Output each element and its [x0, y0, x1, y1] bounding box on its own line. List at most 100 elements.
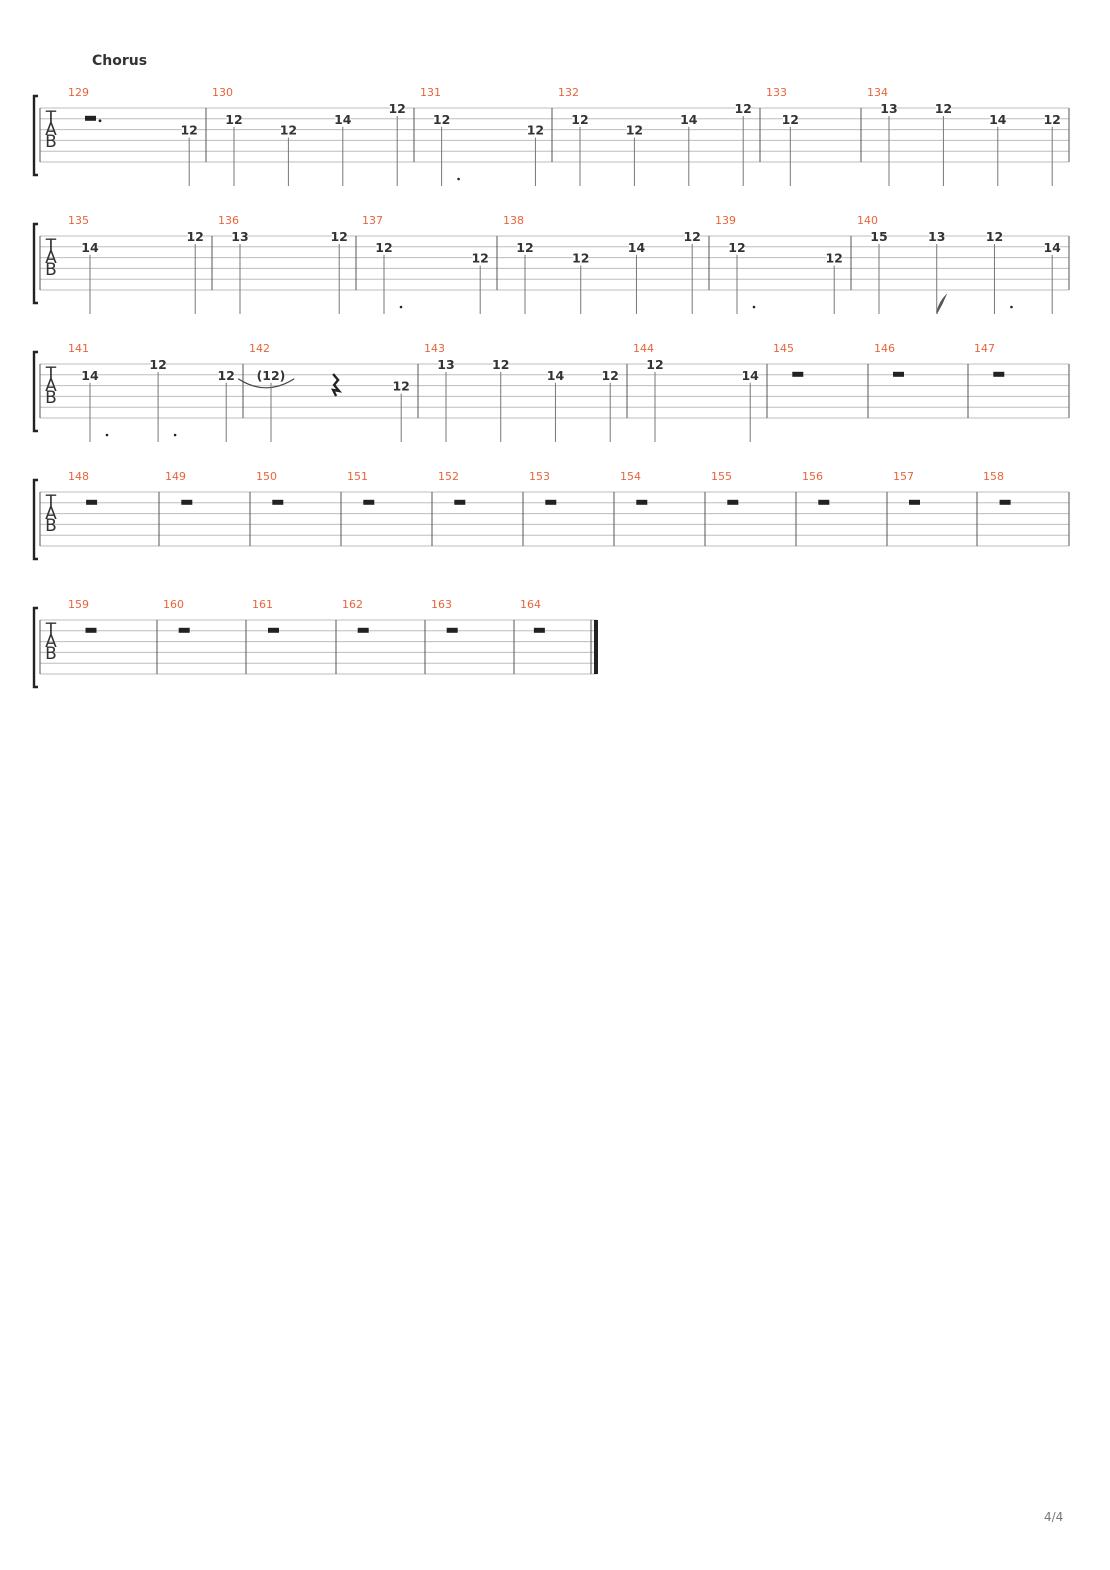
fret-number: 12	[571, 112, 588, 127]
measure-number: 155	[711, 470, 732, 483]
measure-number: 150	[256, 470, 277, 483]
fret-mask	[1044, 240, 1060, 253]
measure-number: 131	[420, 86, 441, 99]
whole-rest	[727, 499, 739, 505]
fret-number: 14	[547, 368, 565, 383]
fret-number: 15	[870, 229, 887, 244]
measure-number: 137	[362, 214, 383, 227]
tab-clef-letter: A	[45, 120, 57, 140]
tab-clef-letter: A	[45, 376, 57, 396]
fret-mask	[547, 368, 563, 381]
whole-rest	[545, 499, 557, 505]
dot	[399, 305, 403, 309]
measure-number: 160	[163, 598, 184, 611]
tab-clef-letter: A	[45, 632, 57, 652]
fret-mask	[647, 358, 663, 370]
section-label: Chorus	[92, 53, 148, 69]
measure-number: 138	[503, 214, 524, 227]
fret-mask	[681, 112, 697, 125]
fret-number: 12	[782, 112, 799, 127]
fret-number: 12	[572, 251, 589, 266]
fret-mask	[1044, 112, 1060, 125]
whole-rest	[792, 371, 804, 377]
fret-mask	[572, 112, 588, 125]
fret-number: 12	[471, 251, 488, 266]
tab-clef-letter: T	[45, 108, 57, 128]
whole-rest	[363, 499, 375, 505]
half-rest	[85, 115, 96, 121]
fret-number: 12	[986, 229, 1003, 244]
fret-number: 14	[81, 240, 99, 255]
fret-mask	[826, 251, 842, 264]
fret-mask	[82, 240, 98, 253]
fret-number: 12	[186, 229, 203, 244]
measure-number: 145	[773, 342, 794, 355]
measure-number: 141	[68, 342, 89, 355]
measure-number: 139	[715, 214, 736, 227]
fret-number: 12	[646, 357, 663, 372]
fret-mask	[438, 358, 454, 370]
whole-rest	[181, 499, 193, 505]
fret-mask	[929, 230, 945, 242]
measure-number: 143	[424, 342, 445, 355]
fret-mask	[684, 230, 700, 242]
measure-number: 162	[342, 598, 363, 611]
fret-mask	[782, 112, 798, 125]
tab-clef-letter: B	[45, 132, 57, 152]
fret-number: 12	[225, 112, 242, 127]
measure-number: 136	[218, 214, 239, 227]
measure-number: 164	[520, 598, 541, 611]
fret-mask	[990, 112, 1006, 125]
fret-number: 12	[626, 123, 643, 138]
measure-number: 147	[974, 342, 995, 355]
fret-mask	[434, 112, 450, 125]
fret-mask	[472, 251, 488, 264]
system-bracket	[32, 606, 38, 689]
tab-clef-letter: A	[45, 504, 57, 524]
fret-mask	[82, 368, 98, 381]
fret-mask	[226, 112, 242, 125]
fret-number: 14	[81, 368, 99, 383]
measure-number: 129	[68, 86, 89, 99]
measure-number: 134	[867, 86, 888, 99]
fret-mask	[628, 240, 644, 253]
fret-number: 14	[741, 368, 759, 383]
tab-clef-letter: B	[45, 644, 57, 664]
fret-mask	[602, 368, 618, 381]
fret-number: 12	[825, 251, 842, 266]
fret-number: 12	[516, 240, 533, 255]
whole-rest	[86, 499, 98, 505]
quarter-rest	[330, 373, 343, 397]
fret-number: 12	[388, 101, 405, 116]
fret-mask	[259, 368, 283, 381]
measure-number: 156	[802, 470, 823, 483]
fret-number: 14	[680, 112, 698, 127]
fret-number: 12	[683, 229, 700, 244]
note-flag	[936, 293, 947, 315]
measure-number: 142	[249, 342, 270, 355]
system-bracket	[32, 478, 38, 561]
fret-number: 12	[217, 368, 234, 383]
measure-number: 148	[68, 470, 89, 483]
measure-number: 163	[431, 598, 452, 611]
fret-mask	[335, 112, 351, 125]
fret-number: 13	[880, 101, 897, 116]
measure-number: 153	[529, 470, 550, 483]
tab-clef-letter: T	[45, 620, 57, 640]
fret-number: 13	[231, 229, 248, 244]
dot	[173, 433, 177, 437]
tie-arc	[237, 378, 295, 389]
fret-mask	[517, 240, 533, 253]
system-bracket	[32, 350, 38, 433]
fret-number: 12	[180, 123, 197, 138]
measure-number: 135	[68, 214, 89, 227]
page-number: 4/4	[1044, 1510, 1064, 1524]
fret-mask	[150, 358, 166, 370]
fret-number: 13	[437, 357, 454, 372]
measure-number: 154	[620, 470, 641, 483]
measure-number: 157	[893, 470, 914, 483]
tab-clef-letter: A	[45, 248, 57, 268]
whole-rest	[818, 499, 830, 505]
fret-number: 14	[334, 112, 352, 127]
